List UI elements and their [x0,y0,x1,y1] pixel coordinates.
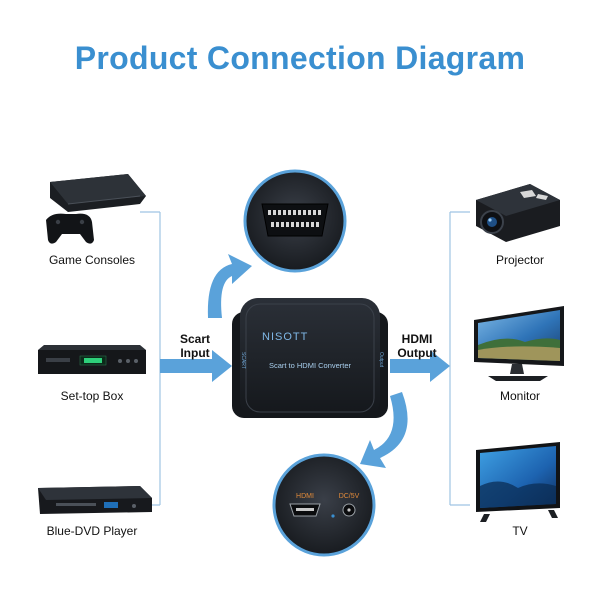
scart-zoom-arrow [207,254,252,318]
game-console-icon [46,174,146,244]
input-arrow [160,350,232,382]
output-arrow [390,350,450,382]
hdmi-port-zoom: HDMI DC/5V [272,453,376,557]
scart-input-label: Scart Input [160,332,230,360]
dvd-player-icon [38,486,152,514]
power-port-label: DC/5V [339,493,360,500]
output-connector-lines [449,211,470,506]
input-label-game-consoles: Game Consoles [48,253,136,267]
hdmi-output-label: HDMI Output [382,332,452,360]
hdmi-zoom-arrow [360,392,408,468]
set-top-box-icon [38,345,146,374]
scart-input-line-2: Input [180,346,210,360]
scart-input-line-1: Scart [179,332,211,346]
output-label-projector: Projector [495,253,545,267]
converter-device: NISOTT Scart to HDMI Converter SCART Out… [232,298,388,418]
tv-icon [476,442,560,522]
output-label-tv: TV [512,524,528,538]
device-right-port-label: Output [378,352,384,368]
hdmi-output-line-2: Output [397,346,437,360]
hdmi-output-line-1: HDMI [401,332,433,346]
input-label-blue-dvd-player: Blue-DVD Player [46,524,138,538]
scart-port-zoom [243,169,347,273]
device-name: Scart to HDMI Converter [269,361,352,370]
input-label-set-top-box: Set-top Box [60,389,124,403]
output-label-monitor: Monitor [499,389,540,403]
device-left-port-label: SCART [240,352,246,369]
diagram-title: Product Connection Diagram [74,40,526,76]
monitor-icon [474,306,564,381]
hdmi-port-label: HDMI [296,493,314,500]
projector-icon [476,184,560,242]
device-brand: NISOTT [262,331,308,343]
